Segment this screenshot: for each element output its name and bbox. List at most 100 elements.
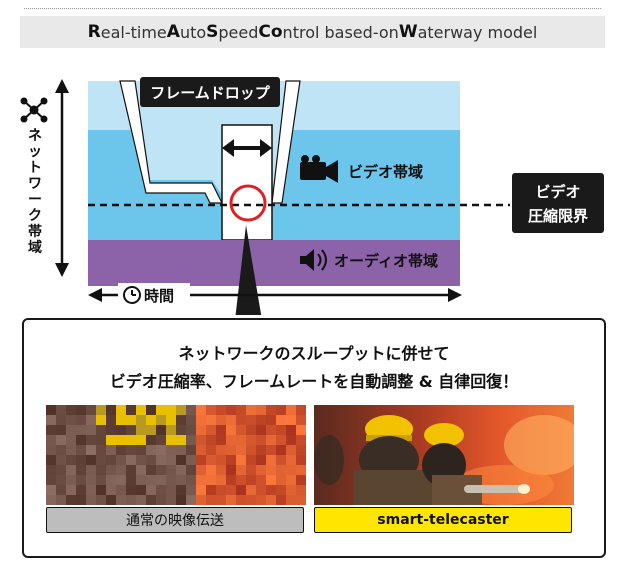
mosaic-pixel: [166, 485, 176, 495]
mosaic-pixel: [256, 455, 266, 465]
mosaic-pixel: [76, 405, 86, 415]
mosaic-pixel: [126, 415, 136, 425]
mosaic-pixel: [46, 445, 56, 455]
camera-icon: [300, 155, 338, 183]
mosaic-pixel: [126, 405, 136, 415]
mosaic-pixel: [186, 475, 196, 485]
mosaic-pixel: [226, 485, 236, 495]
mosaic-pixel: [66, 475, 76, 485]
mosaic-pixel: [206, 415, 216, 425]
mosaic-pixel: [76, 495, 86, 505]
mosaic-pixel: [246, 405, 256, 415]
mosaic-pixel: [286, 485, 296, 495]
mosaic-pixel: [116, 475, 126, 485]
mosaic-pixel: [136, 495, 146, 505]
mosaic-pixel: [146, 415, 156, 425]
title-text-part: uto: [179, 22, 207, 42]
mosaic-pixel: [226, 445, 236, 455]
mosaic-pixel: [46, 455, 56, 465]
x-arrowhead-right: [448, 288, 462, 302]
mosaic-pixel: [86, 485, 96, 495]
mosaic-pixel: [256, 475, 266, 485]
mosaic-pixel: [146, 465, 156, 475]
frame-drop-label: フレームドロップ: [150, 84, 271, 102]
mosaic-pixel: [276, 455, 286, 465]
mosaic-pixel: [56, 485, 66, 495]
smart-telecaster-image: [314, 405, 574, 505]
mosaic-pixel: [196, 445, 206, 455]
mosaic-pixel: [46, 485, 56, 495]
pixelated-firefighters-image: [46, 405, 306, 505]
mosaic-pixel: [226, 405, 236, 415]
mosaic-pixel: [216, 465, 226, 475]
mosaic-pixel: [216, 485, 226, 495]
mosaic-pixel: [286, 495, 296, 505]
mosaic-pixel: [56, 445, 66, 455]
mosaic-pixel: [236, 435, 246, 445]
mosaic-pixel: [76, 465, 86, 475]
mosaic-pixel: [156, 495, 166, 505]
mosaic-pixel: [246, 425, 256, 435]
mosaic-pixel: [196, 415, 206, 425]
x-arrowhead-left: [88, 288, 102, 302]
mosaic-pixel: [56, 405, 66, 415]
mosaic-pixel: [86, 425, 96, 435]
mosaic-pixel: [256, 485, 266, 495]
top-dotted-rule: [24, 8, 601, 9]
mosaic-pixel: [296, 475, 306, 485]
y-axis-label-char: ト: [28, 160, 42, 176]
normal-transmission-caption: 通常の映像伝送: [46, 507, 304, 533]
mosaic-pixel: [106, 455, 116, 465]
mosaic-pixel: [96, 425, 106, 435]
mosaic-pixel: [226, 425, 236, 435]
mosaic-pixel: [236, 485, 246, 495]
title-text-part: aterway model: [417, 22, 538, 42]
mosaic-pixel: [226, 475, 236, 485]
mosaic-pixel: [156, 485, 166, 495]
mosaic-pixel: [86, 415, 96, 425]
mosaic-pixel: [186, 425, 196, 435]
arrowhead-left: [222, 139, 234, 157]
mosaic-pixel: [176, 465, 186, 475]
mosaic-pixel: [286, 445, 296, 455]
mosaic-pixel: [286, 415, 296, 425]
mosaic-pixel: [216, 425, 226, 435]
mosaic-pixel: [116, 465, 126, 475]
mosaic-pixel: [66, 455, 76, 465]
mosaic-pixel: [256, 465, 266, 475]
arrowhead-right: [260, 139, 272, 157]
mosaic-pixel: [116, 445, 126, 455]
mosaic-pixel: [206, 485, 216, 495]
mosaic-pixel: [146, 455, 156, 465]
mosaic-pixel: [196, 485, 206, 495]
mosaic-pixel: [106, 415, 116, 425]
mosaic-pixel: [126, 475, 136, 485]
mosaic-pixel: [86, 405, 96, 415]
right-bank: [271, 80, 301, 204]
mosaic-pixel: [296, 465, 306, 475]
mosaic-pixel: [256, 435, 266, 445]
panel-headline-1: ネットワークのスループットに併せて: [178, 344, 450, 363]
mosaic-pixel: [226, 455, 236, 465]
mosaic-pixel: [96, 405, 106, 415]
mosaic-pixel: [136, 415, 146, 425]
mosaic-pixel: [246, 495, 256, 505]
clear-firefighters-image: [314, 405, 574, 505]
mosaic-pixel: [276, 445, 286, 455]
mosaic-pixel: [126, 425, 136, 435]
normal-transmission-image: [46, 405, 306, 505]
mosaic-pixel: [216, 445, 226, 455]
mosaic-pixel: [216, 435, 226, 445]
smart-telecaster-caption: smart-telecaster: [314, 507, 572, 533]
mosaic-pixel: [66, 425, 76, 435]
mosaic-pixel: [176, 475, 186, 485]
mosaic-pixel: [96, 445, 106, 455]
mosaic-pixel: [296, 415, 306, 425]
mosaic-pixel: [86, 445, 96, 455]
mosaic-pixel: [126, 435, 136, 445]
mosaic-pixel: [156, 405, 166, 415]
mosaic-pixel: [56, 415, 66, 425]
mosaic-pixel: [66, 405, 76, 415]
mosaic-pixel: [126, 465, 136, 475]
mosaic-pixel: [106, 485, 116, 495]
